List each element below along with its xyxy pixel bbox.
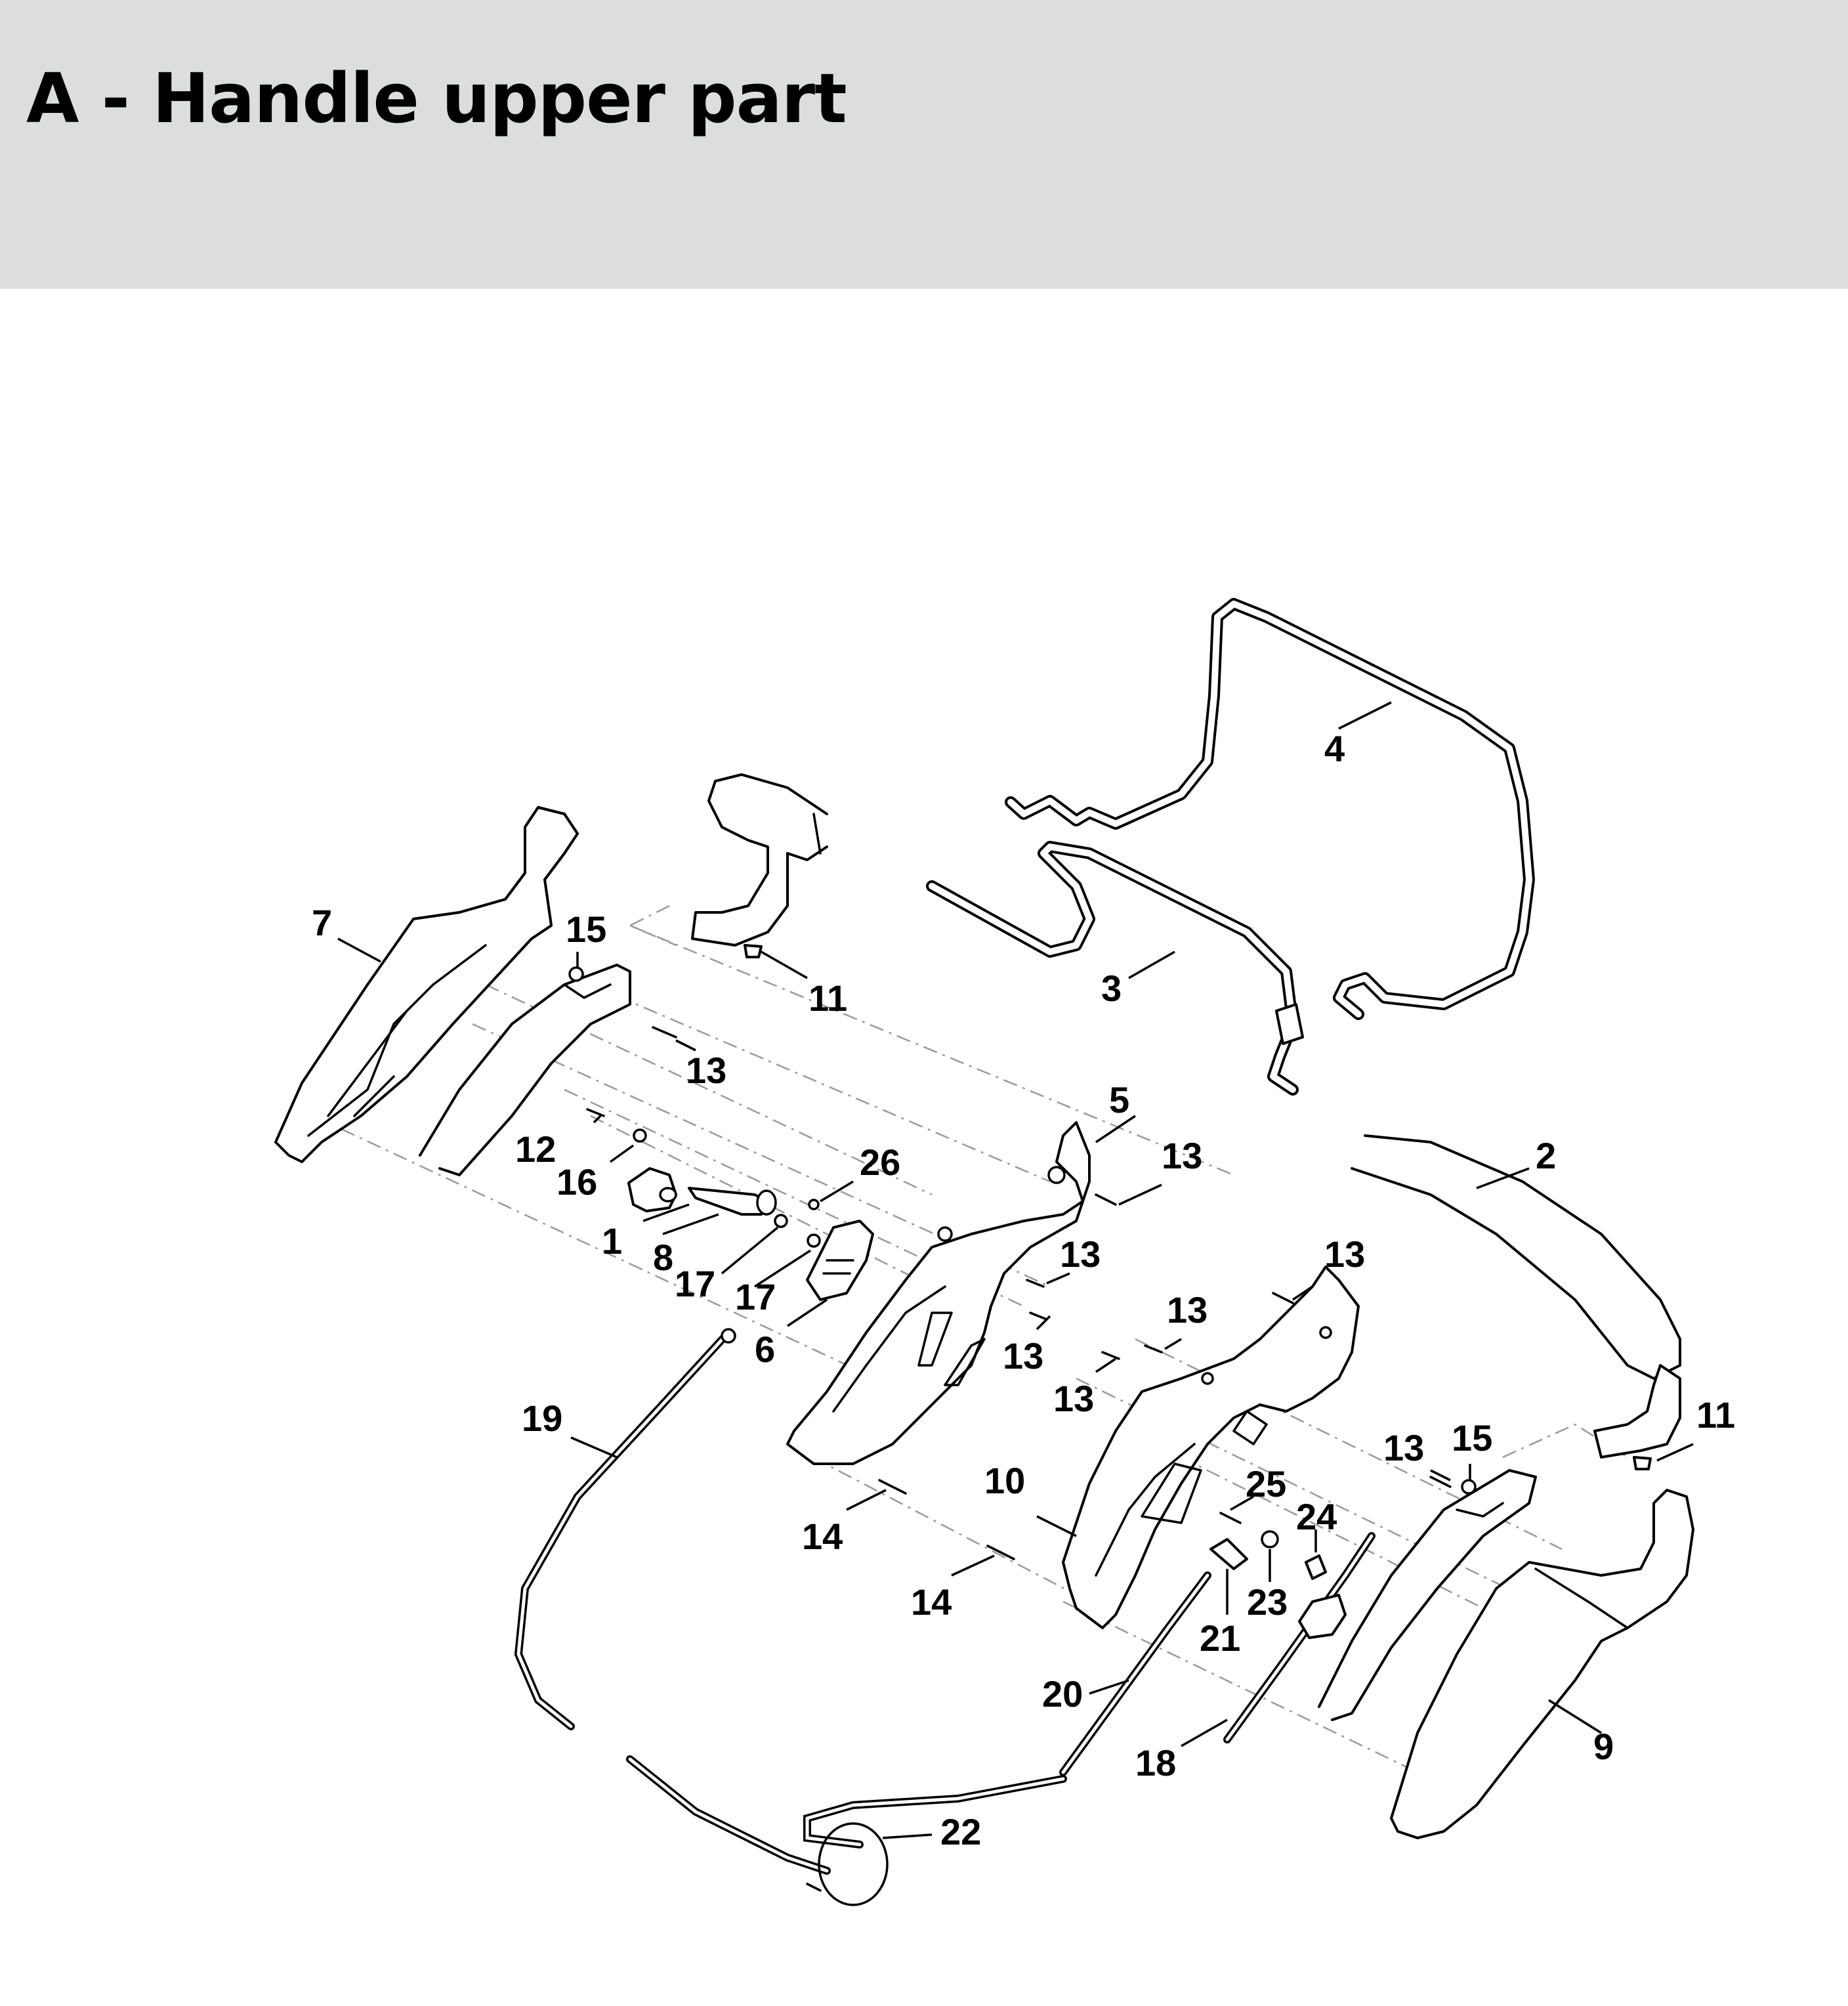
callout-7: 7 — [312, 902, 332, 943]
callout-26: 25 — [1246, 1463, 1286, 1504]
callout-11-right: 11 — [1696, 1394, 1735, 1436]
screw-13-c — [1026, 1279, 1045, 1288]
callout-13-d: 13 — [1003, 1335, 1043, 1376]
callout-13-f: 13 — [1167, 1289, 1208, 1331]
callout-25: 24 — [1296, 1496, 1337, 1537]
nut-23 — [808, 1199, 820, 1210]
part-9-right-outer-cover — [1390, 1489, 1694, 1839]
callout-16: 16 — [556, 1161, 597, 1203]
part-8-shaft — [688, 1187, 777, 1216]
part-5-center-cover — [786, 1121, 1091, 1465]
callout-13-g: 13 — [1053, 1378, 1094, 1419]
part-7-left-cover — [274, 806, 579, 1163]
part-19-cable — [514, 1328, 831, 1875]
screw-12 — [586, 1108, 605, 1117]
callout-22: 22 — [940, 1811, 981, 1852]
washer-17-b — [807, 1233, 821, 1248]
callout-3: 3 — [1101, 968, 1122, 1009]
left-lower-tube — [419, 964, 631, 1176]
callout-13-b: 13 — [1162, 1135, 1202, 1176]
callout-18: 18 — [1135, 1742, 1176, 1783]
washer-17-a — [774, 1214, 788, 1228]
screw-13-b — [1095, 1193, 1117, 1206]
callout-23: 26 — [860, 1142, 900, 1183]
part-4-bail-bar — [1005, 598, 1535, 1020]
nut-15-right — [1461, 1479, 1477, 1495]
callout-6: 6 — [755, 1329, 775, 1370]
callout-15-right: 15 — [1452, 1417, 1492, 1459]
callout-4: 4 — [1324, 728, 1345, 769]
leader-lines — [337, 701, 1694, 1839]
callout-19: 19 — [522, 1398, 562, 1439]
screw-13-d — [1029, 1312, 1048, 1321]
callout-14-a: 14 — [802, 1516, 843, 1557]
screw-13-f — [1144, 1344, 1163, 1354]
callout-13-h: 13 — [1383, 1427, 1424, 1468]
callout-5: 5 — [1109, 1079, 1129, 1120]
screw-11-left — [744, 944, 763, 958]
fasteners — [568, 944, 1652, 1580]
screw-11-right — [1633, 1456, 1652, 1470]
part-18-cable — [1223, 1532, 1376, 1743]
nut-24 — [1261, 1530, 1279, 1548]
screw-14-b — [986, 1545, 1015, 1560]
clip-21 — [1209, 1538, 1248, 1570]
callout-21: 21 — [1200, 1617, 1240, 1659]
callout-15-left: 15 — [566, 908, 606, 950]
callout-9: 9 — [1593, 1726, 1614, 1767]
callout-17-b: 17 — [735, 1276, 776, 1317]
callout-13-c: 13 — [1060, 1233, 1101, 1275]
screw-13-h — [1429, 1476, 1452, 1488]
part-20-cable — [803, 1571, 1211, 1848]
screw-13-a — [652, 1026, 677, 1038]
right-lower-tube — [1318, 1469, 1537, 1721]
part-2-right-tube — [1351, 1134, 1681, 1459]
screw-13-g — [1101, 1351, 1120, 1360]
callout-labels: 7 15 11 13 4 3 5 13 2 12 16 26 1 8 17 17… — [312, 728, 1735, 1852]
callout-13-a: 13 — [686, 1050, 726, 1091]
callout-20: 20 — [1042, 1673, 1083, 1715]
callout-13-e: 13 — [1324, 1233, 1365, 1275]
left-handle-tube — [691, 773, 828, 947]
part-3-drive-bail — [926, 841, 1304, 1096]
screw-13-e — [1272, 1292, 1294, 1304]
part-10-right-cover — [1062, 1266, 1360, 1629]
callout-14-b: 14 — [911, 1581, 952, 1623]
nut-15-left — [568, 966, 584, 982]
callout-8: 8 — [653, 1237, 673, 1278]
part-22-cable-tie — [806, 1822, 889, 1906]
callout-11-left: 11 — [808, 977, 847, 1019]
part-6-lock-block — [806, 1220, 874, 1301]
callout-12: 12 — [515, 1128, 556, 1170]
sleeve-25 — [1305, 1554, 1327, 1580]
callout-2: 2 — [1536, 1135, 1556, 1176]
screw-26 — [1219, 1512, 1242, 1524]
washer-16 — [633, 1128, 647, 1143]
callout-24: 23 — [1247, 1581, 1288, 1623]
screw-14-a — [878, 1479, 907, 1495]
callout-17-a: 17 — [675, 1263, 715, 1304]
header-banner: A - Handle upper part — [0, 0, 1848, 289]
page-title: A - Handle upper part — [26, 58, 847, 139]
callout-10: 10 — [984, 1460, 1025, 1501]
callout-1: 1 — [602, 1220, 622, 1262]
part-1-knob — [627, 1167, 677, 1212]
